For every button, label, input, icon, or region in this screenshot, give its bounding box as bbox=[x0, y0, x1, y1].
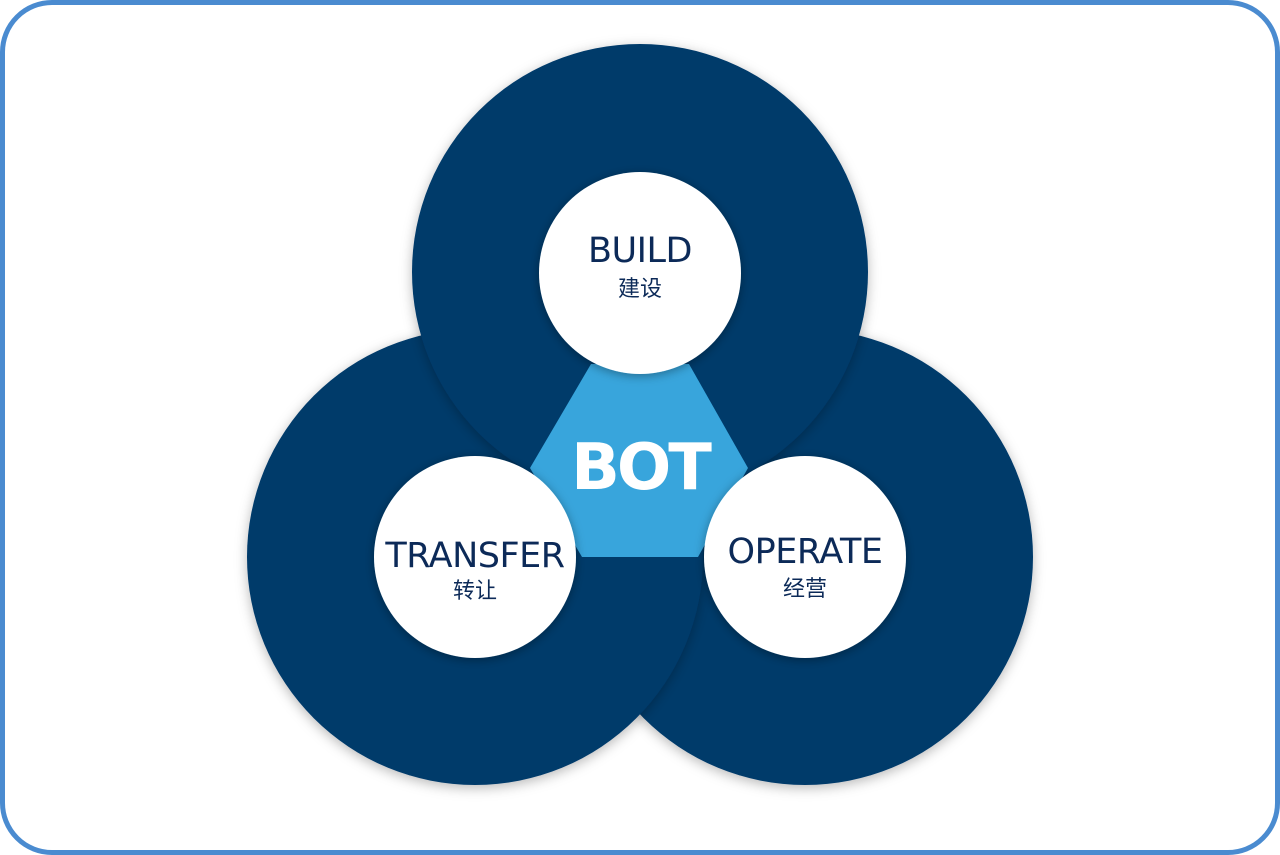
node-transfer-label: TRANSFER bbox=[384, 536, 564, 576]
center-label: BOT bbox=[571, 431, 712, 505]
node-operate-label: OPERATE bbox=[728, 532, 883, 572]
node-build-label: BUILD bbox=[588, 231, 692, 271]
hole-build bbox=[539, 172, 741, 374]
hole-transfer bbox=[374, 456, 576, 658]
node-operate-sublabel: 经营 bbox=[783, 577, 827, 602]
node-transfer-sublabel: 转让 bbox=[453, 579, 497, 604]
center-triangle bbox=[530, 364, 748, 557]
node-build-sublabel: 建设 bbox=[618, 277, 662, 302]
hole-operate bbox=[704, 456, 906, 658]
